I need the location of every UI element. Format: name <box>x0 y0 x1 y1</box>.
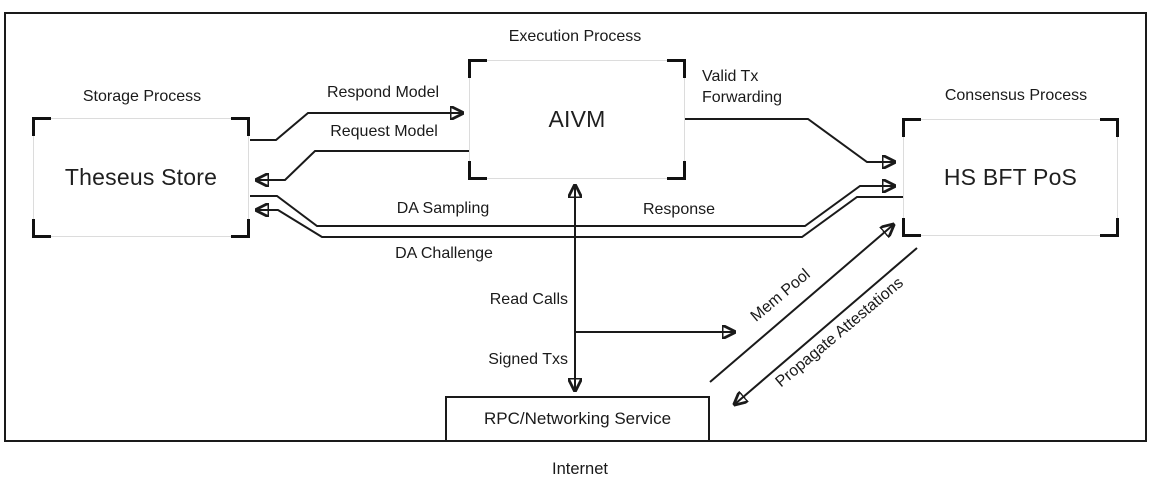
request-model-label: Request Model <box>330 123 438 140</box>
response-label: Response <box>642 201 716 218</box>
rpc-networking-service-node: RPC/Networking Service <box>445 396 710 442</box>
corner-bracket-icon <box>902 118 921 137</box>
hs-bft-pos-node: HS BFT PoS <box>902 118 1119 237</box>
corner-bracket-icon <box>468 59 487 78</box>
aivm-title: AIVM <box>548 106 606 132</box>
rpc-networking-service-title: RPC/Networking Service <box>483 409 672 428</box>
aivm-node: AIVM <box>468 59 686 180</box>
corner-bracket-icon <box>32 219 51 238</box>
corner-bracket-icon <box>1100 118 1119 137</box>
signed-txs-label: Signed Txs <box>488 351 568 368</box>
hs-bft-pos-title: HS BFT PoS <box>943 164 1078 190</box>
valid-tx-forwarding-label: Valid Tx Forwarding <box>702 68 783 106</box>
storage-process-label: Storage Process <box>82 88 202 105</box>
corner-bracket-icon <box>1100 218 1119 237</box>
respond-model-label: Respond Model <box>326 84 440 101</box>
corner-bracket-icon <box>902 218 921 237</box>
corner-bracket-icon <box>231 117 250 136</box>
read-calls-label: Read Calls <box>489 291 568 308</box>
internet-label: Internet <box>552 460 608 478</box>
da-sampling-label: DA Sampling <box>396 200 490 217</box>
corner-bracket-icon <box>468 161 487 180</box>
execution-process-label: Execution Process <box>508 28 642 45</box>
theseus-store-title: Theseus Store <box>64 164 218 190</box>
corner-bracket-icon <box>32 117 51 136</box>
da-challenge-label: DA Challenge <box>395 245 493 262</box>
corner-bracket-icon <box>231 219 250 238</box>
theseus-store-node: Theseus Store <box>32 117 250 238</box>
consensus-process-label: Consensus Process <box>944 87 1088 104</box>
corner-bracket-icon <box>667 59 686 78</box>
corner-bracket-icon <box>667 161 686 180</box>
